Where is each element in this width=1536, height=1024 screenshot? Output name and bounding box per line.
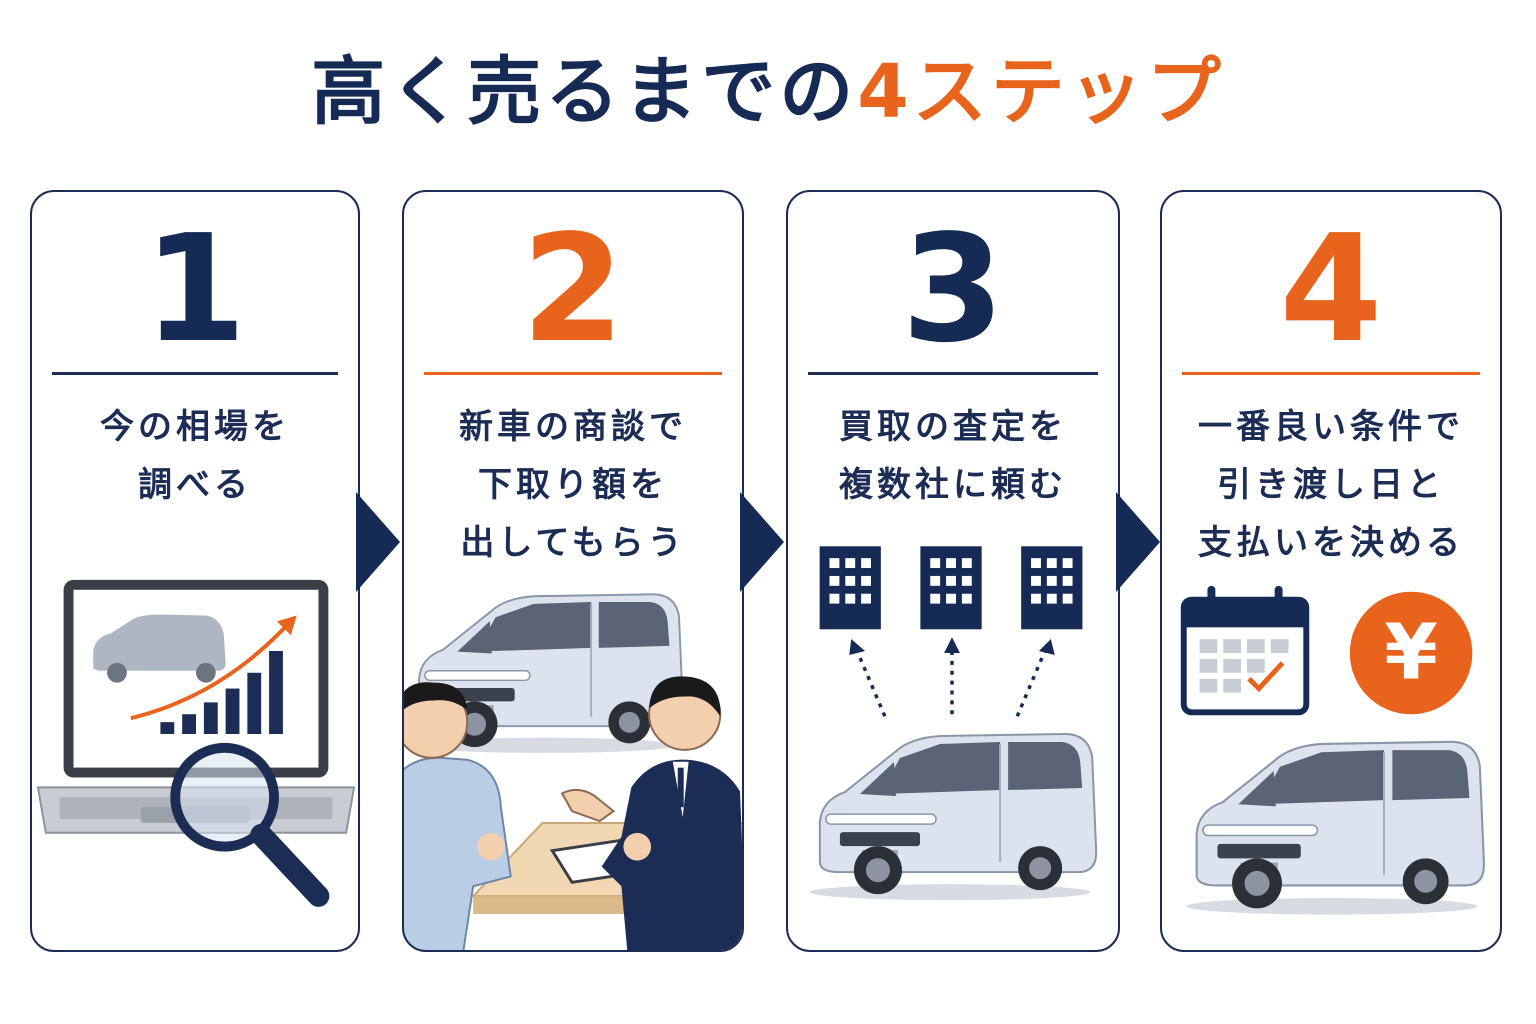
step-card-4: 4 一番良い条件で 引き渡し日と 支払いを決める ¥ <box>1160 190 1502 952</box>
yen-symbol: ¥ <box>1384 608 1438 698</box>
step-number: 1 <box>143 203 247 375</box>
title-main: 高く売るまでの <box>311 49 858 135</box>
step-description: 買取の査定を 複数社に頼む <box>788 398 1118 514</box>
step-description-line: 今の相場を <box>100 407 290 447</box>
step-description-line: 引き渡し日と <box>1217 465 1445 505</box>
step-description-line: 新車の商談で <box>459 407 687 447</box>
step-card-3: 3 買取の査定を 複数社に頼む <box>786 190 1120 952</box>
step-description-line: 買取の査定を <box>839 407 1067 447</box>
page-title: 高く売るまでの4ステップ <box>0 49 1536 135</box>
step-divider <box>424 372 722 375</box>
step-divider <box>52 372 338 375</box>
trend-arrow-icon <box>130 615 297 721</box>
step-description: 新車の商談で 下取り額を 出してもらう <box>404 398 742 572</box>
calendar-icon <box>1180 585 1310 716</box>
step-description-line: 一番良い条件で <box>1198 407 1464 447</box>
step-description: 一番良い条件で 引き渡し日と 支払いを決める <box>1162 398 1500 572</box>
step-card-1: 1 今の相場を 調べる <box>30 190 360 952</box>
step-number: 4 <box>1279 203 1383 375</box>
next-step-arrow <box>740 492 784 592</box>
next-step-arrow <box>356 492 400 592</box>
step-description-line: 調べる <box>138 465 252 505</box>
step-description: 今の相場を 調べる <box>32 398 358 514</box>
step-description-line: 出してもらう <box>460 523 686 563</box>
dotted-arrow-icon <box>855 650 1047 717</box>
step-number: 3 <box>901 203 1005 375</box>
step-description-line: 複数社に頼む <box>839 465 1067 505</box>
customer-icon <box>404 682 512 950</box>
magnifier-icon <box>170 742 330 907</box>
multiple-buyers-illustration <box>808 546 1098 902</box>
trade-in-negotiation-illustration <box>404 593 742 950</box>
payment-schedule-illustration: ¥ <box>1180 585 1486 916</box>
bar-chart-icon <box>160 651 283 734</box>
title-accent: 4ステップ <box>857 49 1225 135</box>
minivan-icon <box>808 732 1098 902</box>
step-number: 2 <box>521 203 625 375</box>
step-divider <box>1182 372 1480 375</box>
step-description-line: 下取り額を <box>478 465 668 505</box>
yen-coin-icon: ¥ <box>1349 591 1473 715</box>
car-icon <box>93 614 226 683</box>
step-divider <box>808 372 1098 375</box>
minivan-icon <box>1185 740 1486 916</box>
salesperson-icon <box>560 676 742 950</box>
next-step-arrow <box>1116 492 1160 592</box>
step-card-2: 2 新車の商談で 下取り額を 出してもらう <box>402 190 744 952</box>
market-research-illustration <box>36 579 356 907</box>
building-windows <box>829 558 1073 604</box>
step-description-line: 支払いを決める <box>1198 523 1464 563</box>
